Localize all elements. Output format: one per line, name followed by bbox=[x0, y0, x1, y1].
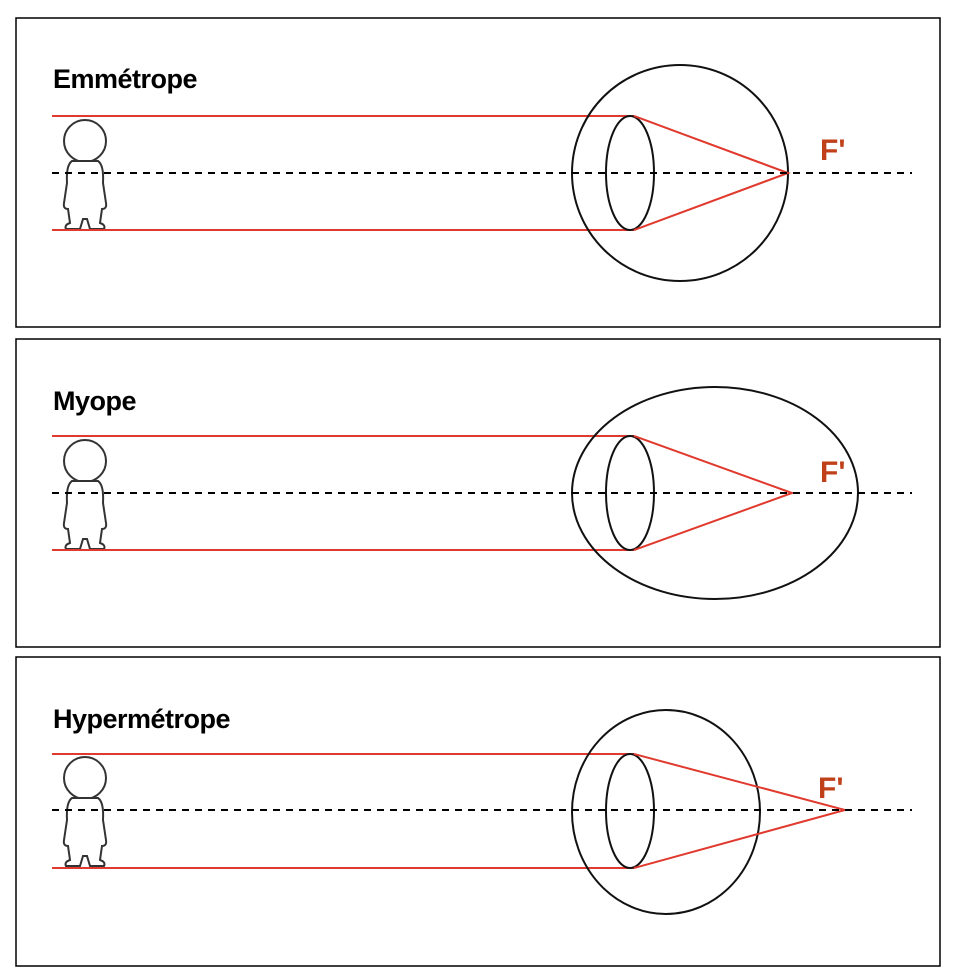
panel-frame bbox=[15, 656, 941, 967]
refracted-rays bbox=[633, 435, 795, 551]
panel-myope: Myope F' bbox=[15, 338, 941, 648]
panel-title: Hypermétrope bbox=[53, 704, 231, 734]
panel-title: Myope bbox=[53, 386, 136, 416]
focal-point-label: F' bbox=[818, 772, 843, 805]
focal-point-label: F' bbox=[820, 456, 845, 489]
panel-hypermetrope: Hypermétrope F' bbox=[15, 656, 941, 967]
person-icon bbox=[62, 439, 108, 550]
refracted-rays bbox=[633, 115, 791, 231]
panel-title: Emmétrope bbox=[53, 64, 198, 94]
person-icon bbox=[62, 119, 108, 230]
person-icon bbox=[62, 756, 108, 867]
eyeball bbox=[571, 709, 761, 915]
panel-emmetrope: Emmétrope F' bbox=[15, 17, 941, 328]
focal-point-label: F' bbox=[820, 134, 845, 167]
panel-frame bbox=[15, 338, 941, 648]
